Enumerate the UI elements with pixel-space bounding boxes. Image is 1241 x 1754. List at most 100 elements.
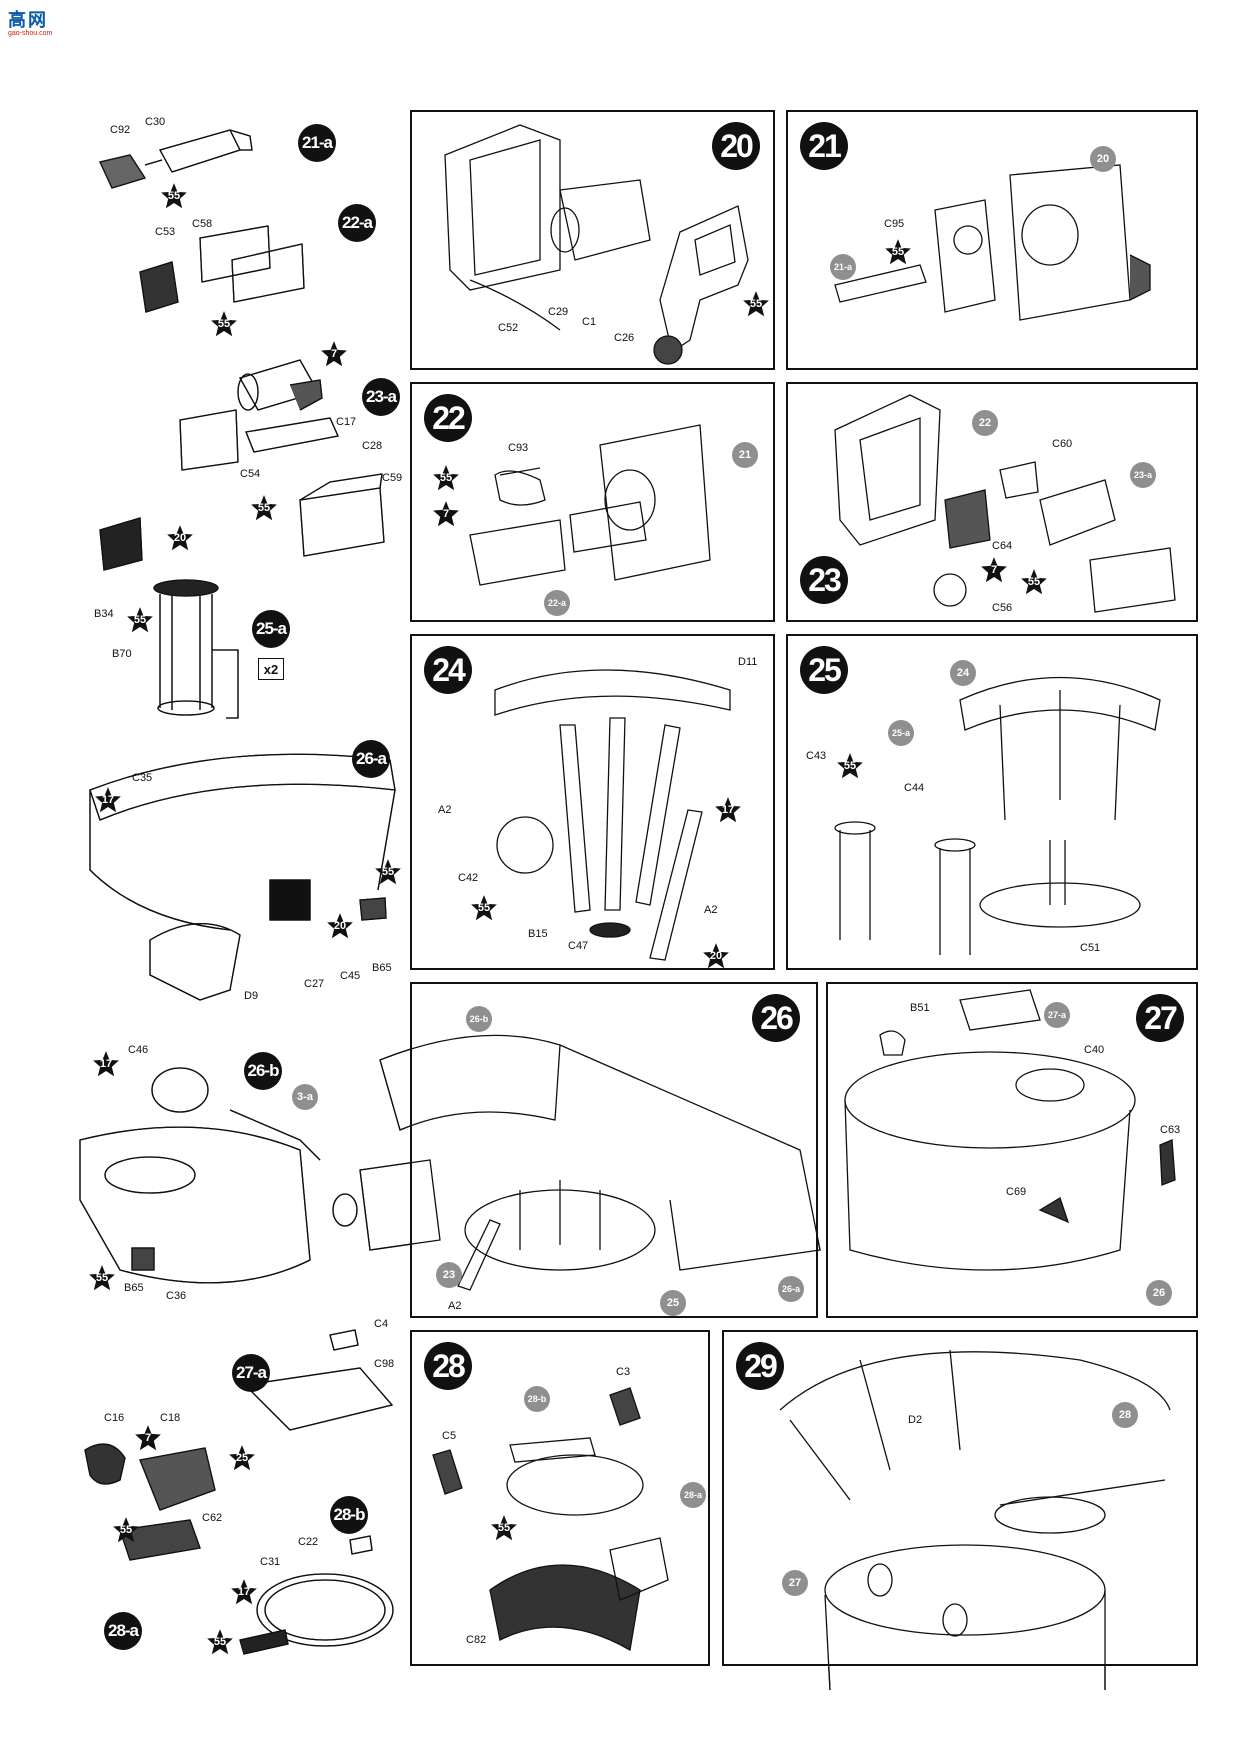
- part-label: C40: [1084, 1044, 1105, 1056]
- part-label: C28: [362, 440, 383, 452]
- part-label: C16: [104, 1412, 125, 1424]
- part-label: C1: [582, 316, 597, 328]
- step-24-drawing: [494, 669, 731, 961]
- paint-code: 55: [1027, 576, 1041, 588]
- paint-star: 55: [1020, 568, 1048, 596]
- part-label: C43: [806, 750, 827, 762]
- paint-code: 17: [721, 804, 735, 816]
- paint-code: 55: [843, 760, 857, 772]
- paint-star: 55: [206, 1628, 234, 1656]
- part-label: C47: [568, 940, 589, 952]
- ref-25-25a: 25-a: [888, 720, 914, 746]
- step-27-drawing: [844, 989, 1176, 1271]
- paint-code: 7: [990, 564, 998, 576]
- paint-code: 55: [257, 502, 271, 514]
- ref-23-23a: 23-a: [1130, 462, 1156, 488]
- ref-26-26a: 26-a: [778, 1276, 804, 1302]
- part-drawing-21a: [99, 129, 253, 189]
- paint-code: 7: [330, 348, 338, 360]
- ref-26-26b: 26-b: [466, 1006, 492, 1032]
- paint-code: 17: [99, 1058, 113, 1070]
- paint-star: 7: [134, 1424, 162, 1452]
- step-20-drawing: [444, 124, 749, 365]
- paint-code: 55: [749, 298, 763, 310]
- paint-code: 7: [442, 508, 450, 520]
- part-label: C64: [992, 540, 1013, 552]
- paint-star: 55: [836, 752, 864, 780]
- paint-code: 55: [891, 246, 905, 258]
- paint-code: 20: [333, 920, 347, 932]
- part-drawing-25a: [99, 517, 239, 719]
- step-number-28: 28: [424, 1342, 472, 1390]
- part-label: B65: [372, 962, 392, 974]
- part-label: C26: [614, 332, 635, 344]
- paint-star: 17: [714, 796, 742, 824]
- step-panel-29: [722, 1330, 1198, 1666]
- logo-text: 高网: [8, 10, 48, 31]
- logo-url: gao-shou.com: [8, 30, 53, 37]
- paint-star: 20: [702, 942, 730, 970]
- part-label: C27: [304, 978, 325, 990]
- ref-25-24: 24: [950, 660, 976, 686]
- ref-26-23: 23: [436, 1262, 462, 1288]
- step-panel-26: [410, 982, 818, 1318]
- paint-star: 55: [250, 494, 278, 522]
- part-drawing-26a: [89, 753, 396, 1001]
- paint-star: 55: [112, 1516, 140, 1544]
- ref-27-26: 26: [1146, 1280, 1172, 1306]
- paint-star: 17: [92, 1050, 120, 1078]
- part-label: C53: [155, 226, 176, 238]
- paint-star: 17: [94, 786, 122, 814]
- paint-star: 55: [432, 464, 460, 492]
- paint-code: 55: [133, 614, 147, 626]
- step-number-21: 21: [800, 122, 848, 170]
- step-panel-27: [826, 982, 1198, 1318]
- part-label: C22: [298, 1536, 319, 1548]
- ref-29-27: 27: [782, 1570, 808, 1596]
- part-drawing-27a-28: [84, 1329, 394, 1655]
- subassembly-28a: 28-a: [104, 1612, 142, 1650]
- part-label: C17: [336, 416, 357, 428]
- paint-star: 25: [228, 1444, 256, 1472]
- part-label: B34: [94, 608, 114, 620]
- subassembly-23a: 23-a: [362, 378, 400, 416]
- part-label: C52: [498, 322, 519, 334]
- ref-23-22: 22: [972, 410, 998, 436]
- ref-27-27a: 27-a: [1044, 1002, 1070, 1028]
- paint-code: 20: [709, 950, 723, 962]
- paint-code: 20: [173, 532, 187, 544]
- part-label: C92: [110, 124, 131, 136]
- part-label: C69: [1006, 1186, 1027, 1198]
- part-label: A2: [704, 904, 718, 916]
- part-label: B15: [528, 928, 548, 940]
- part-label: C58: [192, 218, 213, 230]
- part-label: C36: [166, 1290, 187, 1302]
- paint-code: 55: [95, 1272, 109, 1284]
- part-label: C30: [145, 116, 166, 128]
- part-label: C3: [616, 1366, 631, 1378]
- ref-22-22a: 22-a: [544, 590, 570, 616]
- quantity-x2: x2: [258, 658, 284, 680]
- paint-code: 55: [477, 902, 491, 914]
- part-label: B51: [910, 1002, 930, 1014]
- step-number-23: 23: [800, 556, 848, 604]
- paint-star: 55: [126, 606, 154, 634]
- part-label: C18: [160, 1412, 181, 1424]
- part-label: C95: [884, 218, 905, 230]
- part-label: D11: [738, 656, 758, 668]
- part-label: D9: [244, 990, 259, 1002]
- paint-code: 25: [235, 1452, 249, 1464]
- step-26-drawing: [332, 1034, 821, 1291]
- step-28-drawing: [432, 1387, 669, 1652]
- part-drawing-26b: [79, 1067, 321, 1284]
- paint-code: 55: [213, 1636, 227, 1648]
- ref-22-21: 21: [732, 442, 758, 468]
- paint-star: 55: [160, 182, 188, 210]
- paint-code: 7: [144, 1432, 152, 1444]
- paint-star: 55: [490, 1514, 518, 1542]
- subassembly-25a: 25-a: [252, 610, 290, 648]
- step-25-drawing: [834, 676, 1161, 955]
- step-22-drawing: [469, 424, 711, 586]
- paint-star: 20: [166, 524, 194, 552]
- paint-code: 55: [167, 190, 181, 202]
